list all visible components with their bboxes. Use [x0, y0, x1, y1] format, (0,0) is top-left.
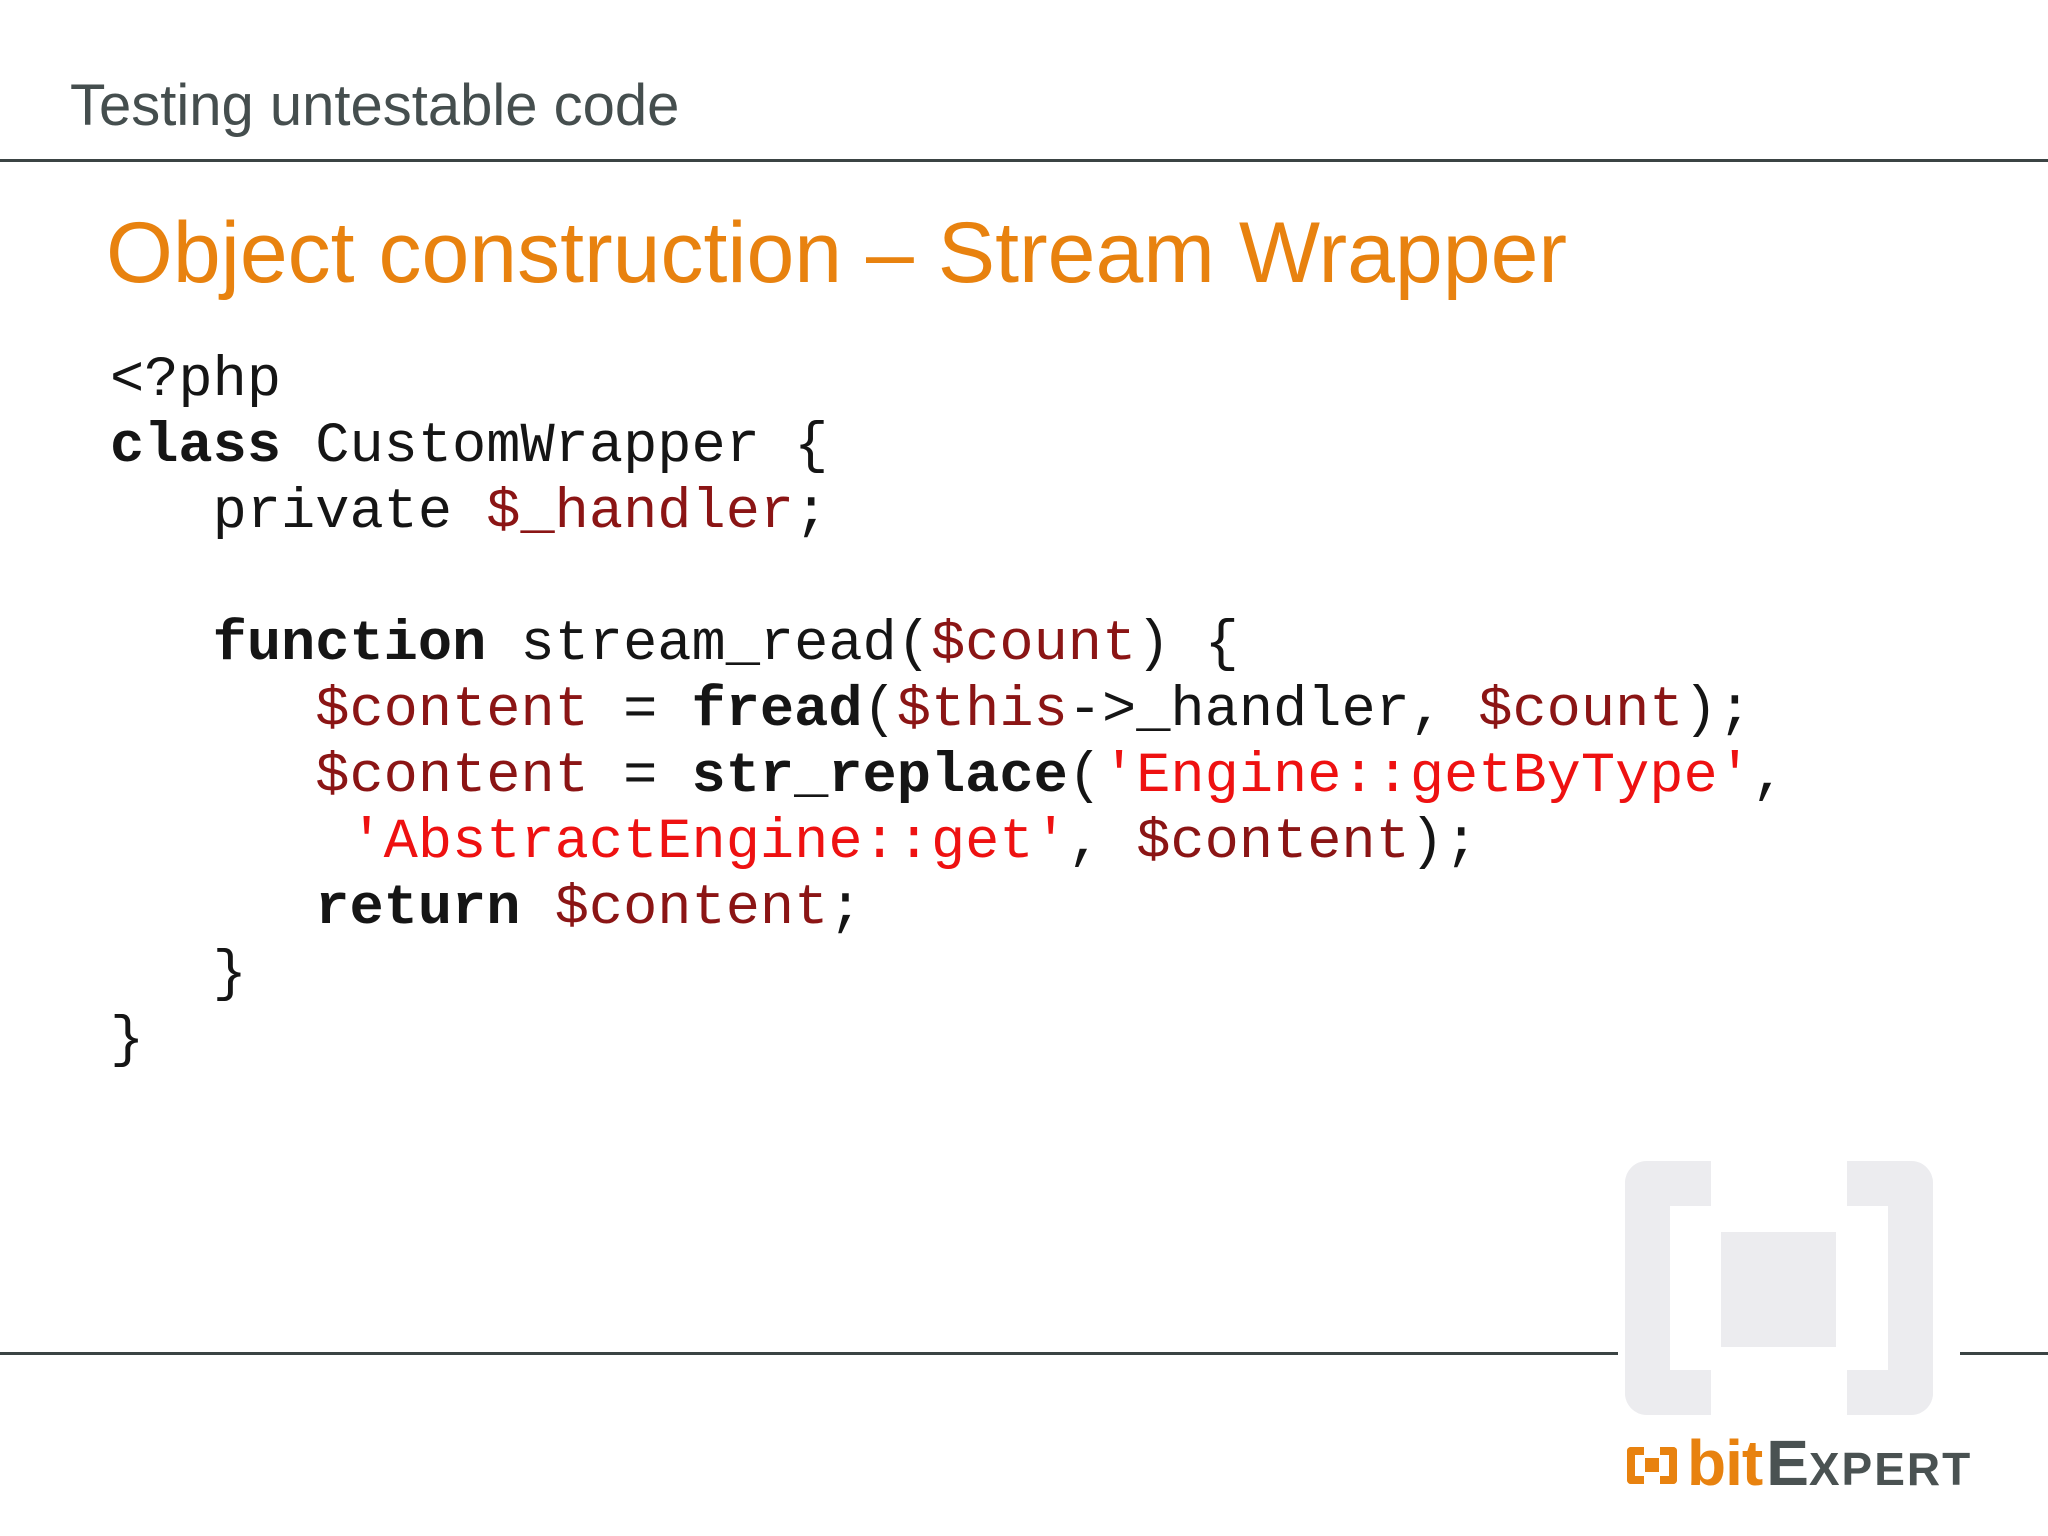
bitexpert-watermark — [1618, 1146, 1960, 1424]
code-token: = — [588, 745, 692, 809]
code-token: <?php — [110, 349, 282, 413]
code-line: return $content; — [110, 876, 1786, 942]
code-token: ) { — [1136, 613, 1239, 677]
code-line: class CustomWrapper { — [110, 414, 1786, 480]
code-line: private $_handler; — [110, 480, 1786, 546]
code-line: <?php — [110, 348, 1786, 414]
code-token: $count — [930, 613, 1137, 677]
code-line: function stream_read($count) { — [110, 612, 1786, 678]
logo-text-e: E — [1766, 1427, 1809, 1499]
code-token — [520, 877, 554, 941]
code-token: $content — [315, 745, 589, 809]
code-token — [110, 613, 213, 677]
code-token: 'Engine::getByType' — [1102, 745, 1752, 809]
code-token: , — [1067, 811, 1137, 875]
code-token: CustomWrapper { — [281, 415, 829, 479]
code-token: ->_handler, — [1067, 679, 1479, 743]
code-token: stream_read( — [486, 613, 931, 677]
code-token: } — [110, 1009, 145, 1073]
code-token: ); — [1683, 679, 1752, 743]
code-token — [110, 811, 349, 875]
bitexpert-logo: bit E XPERT — [1627, 1426, 1972, 1499]
code-line: $content = fread($this->_handler, $count… — [110, 678, 1786, 744]
bracket-logo-icon — [1625, 1161, 1933, 1415]
code-token: $content — [315, 679, 589, 743]
deck-title: Testing untestable code — [70, 73, 680, 138]
code-token: $content — [1136, 811, 1410, 875]
code-token — [110, 745, 315, 809]
footer-divider — [0, 1352, 2048, 1355]
code-line: } — [110, 1008, 1786, 1074]
code-token: $count — [1478, 679, 1684, 743]
header-divider — [0, 159, 2048, 162]
logo-text-bit: bit — [1687, 1427, 1763, 1499]
code-token: = — [588, 679, 692, 743]
code-token: private — [110, 481, 487, 545]
code-token: ; — [828, 877, 863, 941]
code-token: class — [110, 415, 282, 479]
code-token: ( — [1067, 745, 1102, 809]
code-token: ); — [1409, 811, 1479, 875]
code-token — [110, 679, 315, 743]
bracket-left-icon — [1627, 1447, 1644, 1484]
logo-text-xpert: XPERT — [1808, 1443, 1973, 1495]
code-token: function — [212, 613, 487, 677]
code-line: 'AbstractEngine::get', $content); — [110, 810, 1786, 876]
code-line: $content = str_replace('Engine::getByTyp… — [110, 744, 1786, 810]
code-token: str_replace — [691, 745, 1068, 809]
bracket-square-icon — [1645, 1458, 1659, 1472]
bracket-right-icon — [1660, 1447, 1677, 1484]
code-token: return — [315, 877, 521, 941]
bracket-square-icon — [1721, 1232, 1836, 1347]
bracket-left-icon — [1625, 1161, 1711, 1415]
code-token: , — [1751, 745, 1787, 809]
code-line: } — [110, 942, 1786, 1008]
code-token: 'AbstractEngine::get' — [349, 811, 1068, 875]
code-token: $_handler — [486, 481, 795, 545]
bracket-right-icon — [1847, 1161, 1933, 1415]
code-token: } — [110, 943, 247, 1007]
code-line — [110, 546, 1786, 612]
bitexpert-logo-icon — [1627, 1447, 1677, 1484]
code-token: ( — [862, 679, 897, 743]
code-token: ; — [794, 481, 829, 545]
slide-title: Object construction – Stream Wrapper — [106, 205, 1568, 301]
code-token: $content — [554, 877, 829, 941]
code-token — [110, 877, 315, 941]
code-token: $this — [896, 679, 1068, 743]
code-token: fread — [691, 679, 863, 743]
